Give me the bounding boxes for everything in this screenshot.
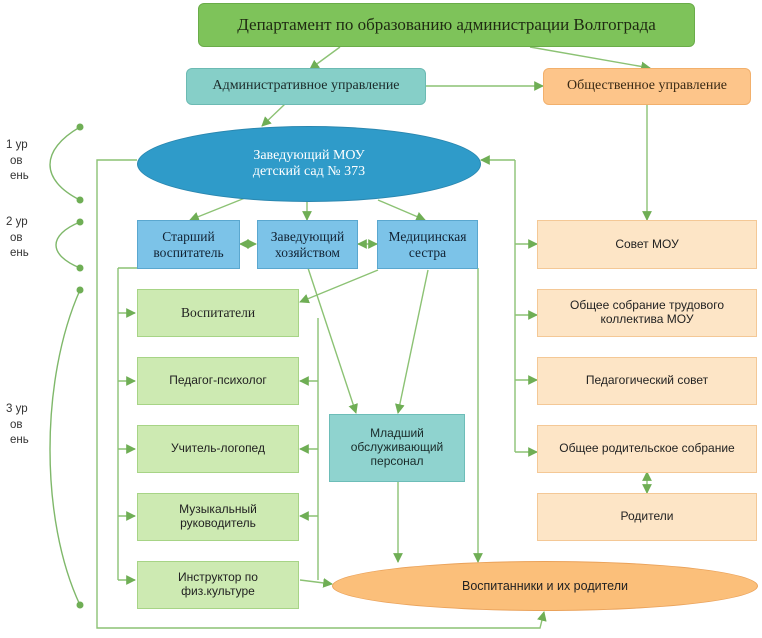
senior-box: Старший воспитатель (137, 220, 240, 269)
psychologist-label: Педагог-психолог (169, 373, 267, 388)
parents-box: Родители (537, 493, 757, 541)
arrow-admin-head (261, 103, 286, 127)
head-line2: детский сад № 373 (252, 164, 366, 179)
head-line1: Заведующий МОУ (253, 148, 365, 163)
arrow-dept-public (529, 46, 651, 72)
admin-box: Административное управление (186, 68, 426, 105)
public-box: Общественное управление (543, 68, 751, 105)
ped-council-label: Педагогический совет (585, 373, 709, 388)
arrow-head-medical (377, 199, 426, 222)
level-2-label: 2 ур ов ень (6, 216, 29, 260)
pupils-ellipse: Воспитанники и их родители (332, 561, 758, 611)
labor-assembly-box: Общее собрание трудового коллектива МОУ (537, 289, 757, 337)
educators-label: Воспитатели (180, 305, 256, 321)
senior-label: Старший воспитатель (153, 228, 224, 260)
parent-meeting-label: Общее родительское собрание (559, 441, 735, 456)
pupils-label: Воспитанники и их родители (461, 579, 628, 593)
psychologist-box: Педагог-психолог (137, 357, 299, 405)
music-director-box: Музыкальный руководитель (137, 493, 299, 541)
household-label: Заведующий хозяйством (270, 228, 345, 260)
level-3-label: 3 ур ов ень (6, 403, 29, 447)
parent-meeting-box: Общее родительское собрание (537, 425, 757, 473)
parents-label: Родители (620, 509, 674, 524)
head-ellipse: Заведующий МОУ детский сад № 373 (137, 126, 481, 202)
speech-therapist-label: Учитель-логопед (171, 441, 265, 456)
junior-staff-label: Младший обслуживающий персонал (350, 426, 444, 468)
labor-assembly-label: Общее собрание трудового коллектива МОУ (569, 298, 724, 326)
sport-instructor-label: Инструктор по физ.культуре (178, 570, 258, 598)
arrow-dept-admin (309, 46, 341, 70)
ped-council-box: Педагогический совет (537, 357, 757, 405)
public-label: Общественное управление (566, 78, 728, 94)
level-1-label: 1 ур ов ень (6, 139, 29, 183)
council-box: Совет МОУ (537, 220, 757, 269)
music-director-label: Музыкальный руководитель (179, 502, 257, 530)
sport-instructor-box: Инструктор по физ.культуре (137, 561, 299, 609)
medical-box: Медицинская сестра (377, 220, 478, 269)
department-box: Департамент по образованию администрации… (198, 3, 695, 47)
junior-staff-box: Младший обслуживающий персонал (329, 414, 465, 482)
medical-label: Медицинская сестра (388, 228, 467, 260)
speech-therapist-box: Учитель-логопед (137, 425, 299, 473)
department-label: Департамент по образованию администрации… (237, 15, 656, 35)
arrow-head-senior (189, 195, 251, 222)
council-label: Совет МОУ (615, 236, 679, 251)
household-box: Заведующий хозяйством (257, 220, 358, 269)
admin-label: Административное управление (212, 78, 400, 94)
educators-box: Воспитатели (137, 289, 299, 337)
